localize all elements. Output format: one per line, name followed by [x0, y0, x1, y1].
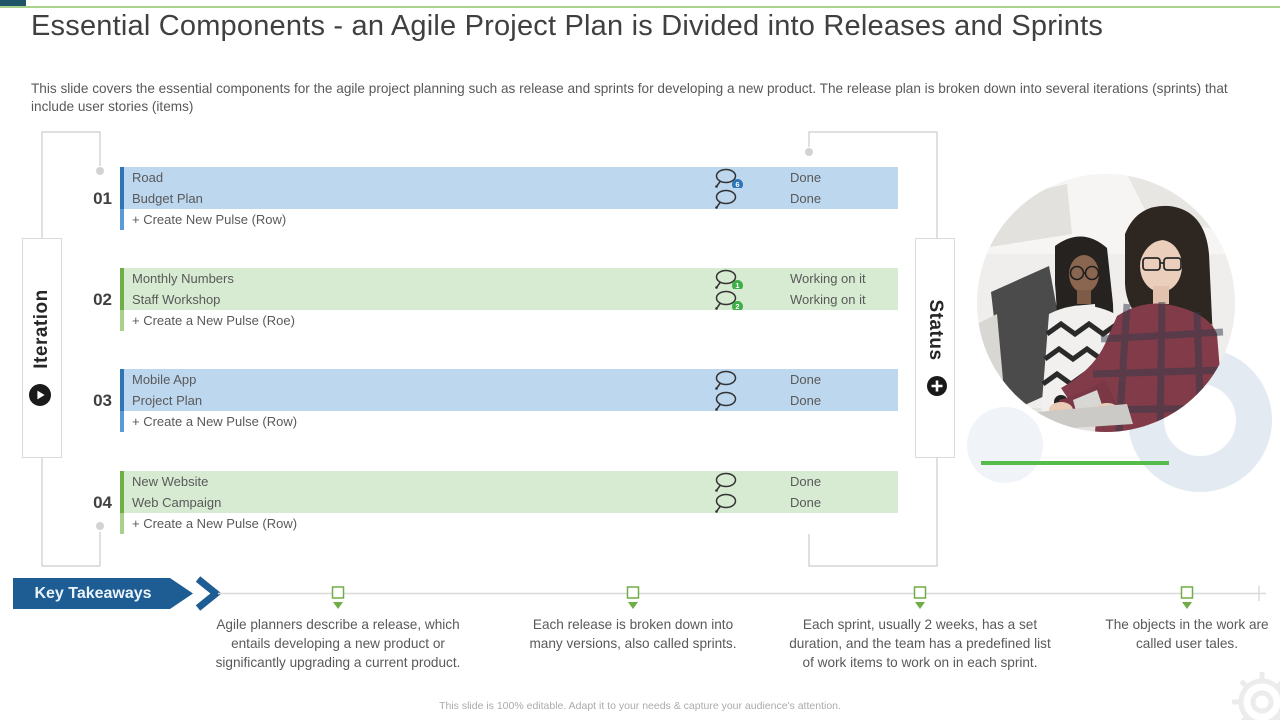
takeaway-text-2: Each release is broken down into many ve… [529, 617, 737, 651]
task-name: New Website [132, 474, 209, 489]
takeaway-text-1: Agile planners describe a release, which… [215, 617, 461, 670]
create-new-pulse-button[interactable]: + Create a New Pulse (Row) [120, 411, 898, 432]
comment-bubble-icon[interactable] [714, 472, 740, 492]
comment-bubble-icon[interactable]: 6 [714, 168, 743, 190]
status-text: Done [790, 372, 822, 387]
gear-watermark-icon [1232, 672, 1280, 720]
takeaway-text-3: Each sprint, usually 2 weeks, has a set … [789, 617, 1051, 670]
row-accent-bar [120, 268, 124, 289]
status-text: Done [790, 170, 822, 185]
comment-bubble-icon[interactable] [714, 370, 740, 390]
team-photo [977, 174, 1235, 432]
iteration-axis-text: Iteration [31, 289, 52, 369]
row-accent-bar [120, 471, 124, 492]
status-text: Working on it [790, 271, 866, 286]
row-accent-bar [120, 492, 124, 513]
comment-count-badge: 1 [732, 280, 743, 291]
photo-underline [981, 461, 1169, 465]
status-text: Done [790, 474, 822, 489]
task-name: Project Plan [132, 393, 203, 408]
row-accent-bar [120, 411, 124, 432]
task-name: Staff Workshop [132, 292, 221, 307]
plus-icon [922, 375, 949, 397]
task-name: Monthly Numbers [132, 271, 234, 286]
key-takeaways-label: Key Takeaways [34, 585, 152, 602]
iteration-group-03: 03 Mobile App Done Project Plan Done + C… [93, 369, 898, 432]
comment-count-badge: 2 [732, 301, 743, 312]
row-accent-bar [120, 513, 124, 534]
task-row[interactable]: Staff Workshop 2 Working on it [120, 289, 898, 312]
page-title: Essential Components - an Agile Project … [31, 10, 1104, 42]
iteration-number: 01 [93, 189, 112, 208]
row-accent-bar [120, 209, 124, 230]
slide-description: This slide covers the essential componen… [31, 81, 1228, 115]
footer-note: This slide is 100% editable. Adapt it to… [439, 700, 841, 712]
create-new-pulse-button[interactable]: + Create a New Pulse (Roe) [120, 310, 898, 331]
task-row[interactable]: Mobile App Done [120, 369, 898, 390]
status-text: Done [790, 495, 822, 510]
iteration-number: 03 [93, 391, 112, 410]
play-icon [28, 383, 57, 407]
status-text: Done [790, 191, 822, 206]
task-row[interactable]: New Website Done [120, 471, 898, 492]
comment-count-badge: 6 [732, 179, 743, 190]
comment-bubble-icon[interactable] [714, 189, 740, 209]
status-text: Working on it [790, 292, 866, 307]
comment-bubble-icon[interactable]: 1 [714, 269, 743, 291]
row-accent-bar [120, 369, 124, 390]
iteration-group-02: 02 Monthly Numbers 1 Working on it Staff… [93, 268, 898, 331]
top-accent-line [0, 6, 1280, 8]
create-new-pulse-button[interactable]: + Create New Pulse (Row) [120, 209, 898, 230]
task-name: Web Campaign [132, 495, 222, 510]
row-accent-bar [120, 167, 124, 188]
corner-accent-block [0, 0, 26, 8]
task-row[interactable]: Budget Plan Done [120, 188, 898, 209]
background-circle [967, 407, 1043, 483]
comment-bubble-icon[interactable] [714, 391, 740, 411]
iteration-number: 04 [93, 493, 112, 512]
create-new-pulse-button[interactable]: + Create a New Pulse (Row) [120, 513, 898, 534]
status-text: Done [790, 393, 822, 408]
iteration-group-01: 01 Road 6 Done Budget Plan Done + Create… [93, 167, 898, 230]
task-name: Budget Plan [132, 191, 203, 206]
key-takeaways-banner [13, 576, 222, 611]
row-accent-bar [120, 390, 124, 411]
task-row[interactable]: Web Campaign Done [120, 492, 898, 513]
task-row[interactable]: Project Plan Done [120, 390, 898, 411]
row-accent-bar [120, 289, 124, 310]
iteration-number: 02 [93, 290, 112, 309]
comment-bubble-icon[interactable] [714, 493, 740, 513]
status-axis-label: Status [915, 238, 955, 458]
create-new-pulse-label: + Create a New Pulse (Roe) [132, 313, 295, 328]
task-row[interactable]: Road 6 Done [120, 167, 898, 190]
iteration-axis-label: Iteration [22, 238, 62, 458]
row-accent-bar [120, 310, 124, 331]
task-name: Mobile App [132, 372, 197, 387]
create-new-pulse-label: + Create New Pulse (Row) [132, 212, 287, 227]
iteration-group-04: 04 New Website Done Web Campaign Done + … [93, 471, 898, 534]
create-new-pulse-label: + Create a New Pulse (Row) [132, 516, 298, 531]
task-name: Road [132, 170, 164, 185]
create-new-pulse-label: + Create a New Pulse (Row) [132, 414, 298, 429]
row-accent-bar [120, 188, 124, 209]
takeaway-text-4: The objects in the work are called user … [1105, 617, 1269, 651]
task-row[interactable]: Monthly Numbers 1 Working on it [120, 268, 898, 291]
status-axis-text: Status [925, 299, 946, 361]
comment-bubble-icon[interactable]: 2 [714, 290, 743, 312]
